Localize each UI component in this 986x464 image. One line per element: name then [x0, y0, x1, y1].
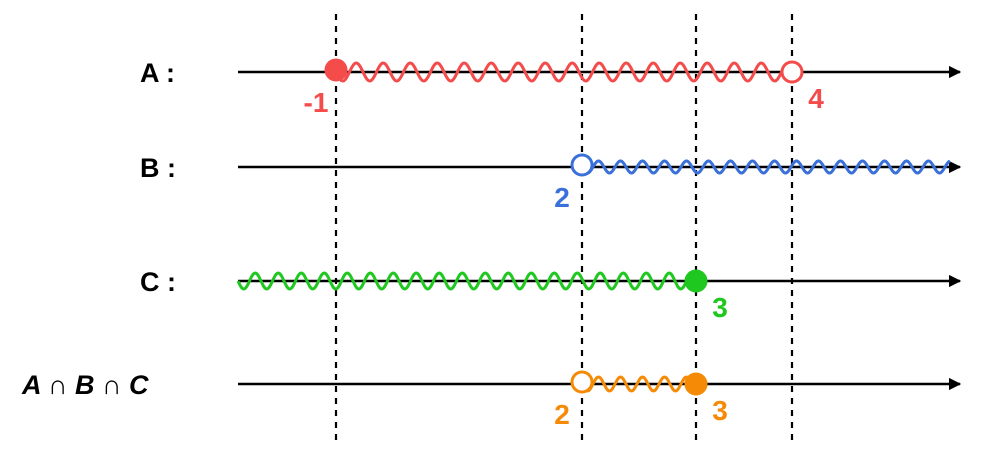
- interval-wave: [580, 375, 698, 393]
- open-endpoint: [570, 153, 594, 177]
- interval-wave: [580, 159, 951, 175]
- row-1: B : 2: [140, 153, 962, 213]
- endpoint-label: 3: [712, 292, 728, 323]
- row-label: C :: [140, 267, 176, 297]
- number-lines: A : -1 4 B : 2 C : 3 A ∩ B ∩ C 2 3: [21, 58, 962, 430]
- endpoint-label: 4: [808, 83, 824, 114]
- open-endpoint: [780, 60, 804, 84]
- endpoint-label: -1: [304, 87, 329, 118]
- open-endpoint: [570, 370, 594, 394]
- row-label: A ∩ B ∩ C: [21, 370, 149, 400]
- endpoint-label: 2: [554, 182, 570, 213]
- closed-endpoint: [684, 269, 708, 293]
- interval-wave: [236, 271, 698, 291]
- row-2: C : 3: [140, 267, 962, 323]
- closed-endpoint: [684, 372, 708, 396]
- endpoint-label: 3: [712, 395, 728, 426]
- endpoint-label: 2: [554, 399, 570, 430]
- row-0: A : -1 4: [140, 58, 962, 118]
- row-3: A ∩ B ∩ C 2 3: [21, 370, 962, 430]
- interval-wave: [334, 61, 794, 83]
- row-label: A :: [140, 58, 175, 88]
- closed-endpoint: [324, 58, 348, 82]
- row-label: B :: [140, 153, 176, 183]
